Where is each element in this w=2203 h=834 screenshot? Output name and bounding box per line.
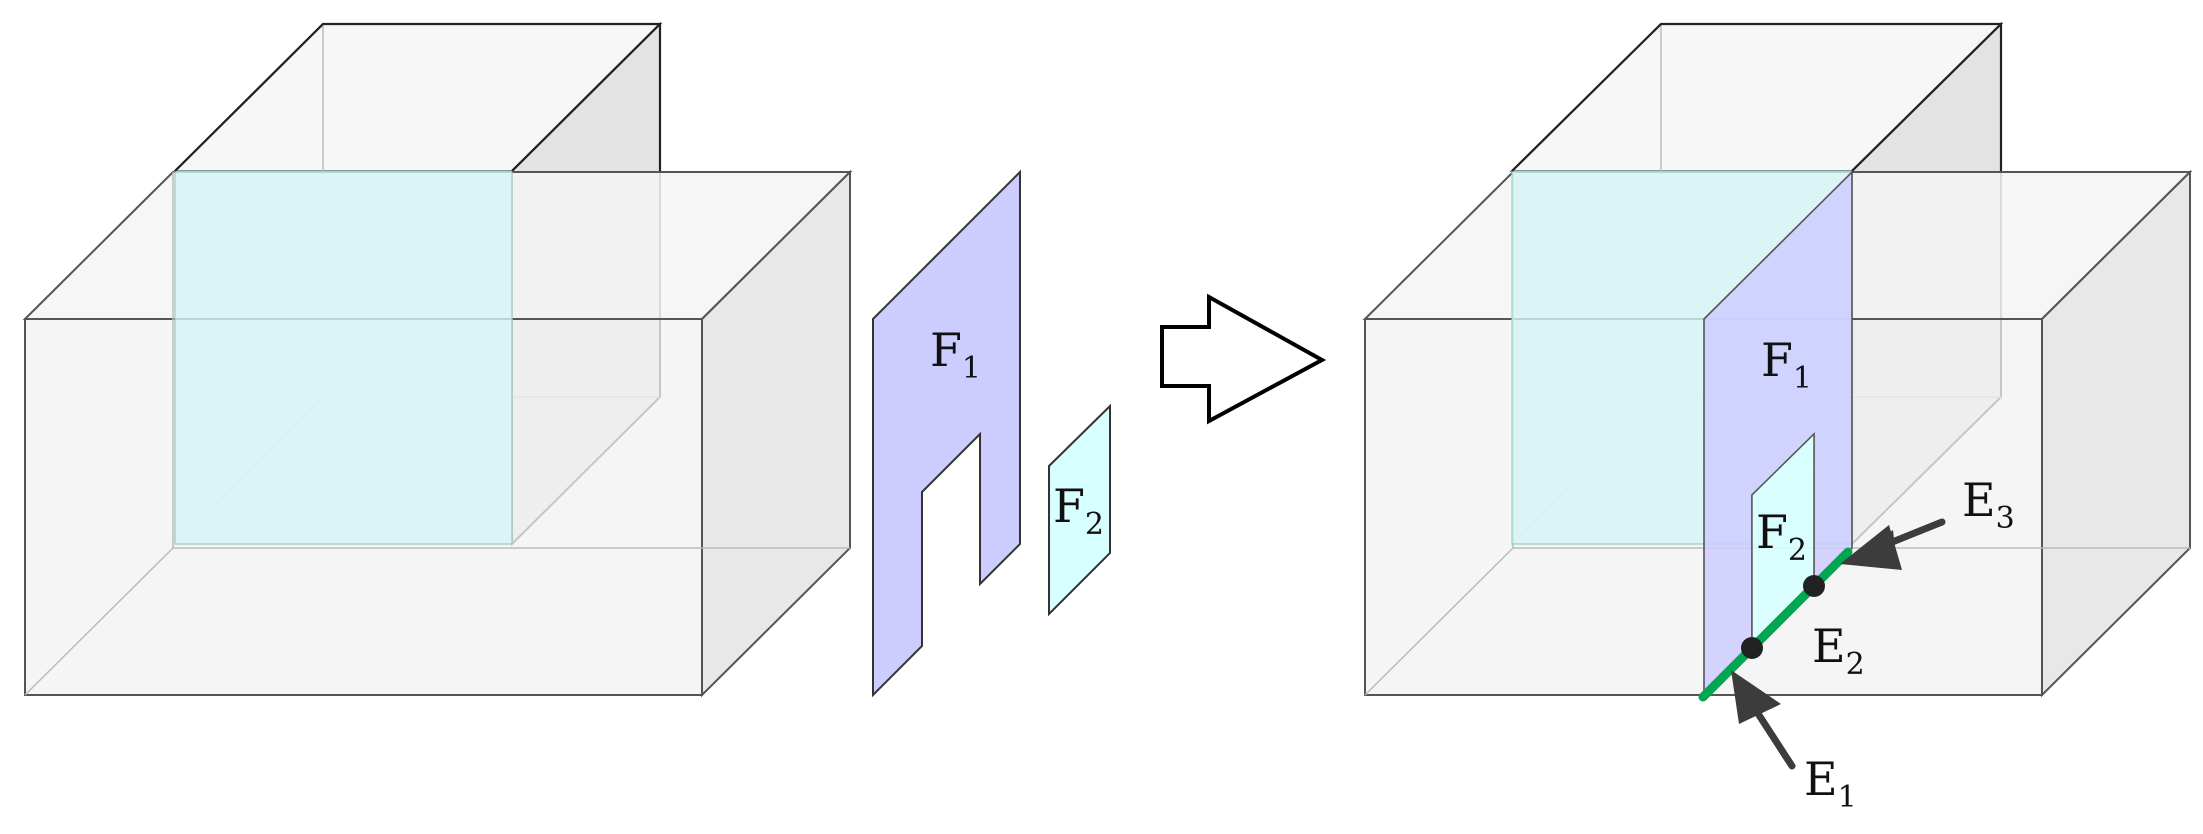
transform-arrow-icon [1160,293,1327,425]
pointer-arrow-e1-icon [1731,670,1796,770]
svg-text:F1: F1 [930,323,981,386]
label-f1-right: F [1761,333,1793,387]
label-f1-left: F [930,323,962,377]
label-e1-sub: 1 [1838,780,1857,815]
label-e1: E [1804,752,1838,806]
svg-text:F2: F2 [1053,479,1104,542]
svg-text:E1: E1 [1804,752,1857,815]
edge-line [1698,547,1853,702]
left-shared-face [174,170,513,545]
label-e2-sub: 2 [1846,647,1865,682]
svg-text:F2: F2 [1756,505,1807,568]
pointer-arrow-e3-icon [1840,518,1946,570]
label-e3-sub: 3 [1996,501,2015,536]
left-assembly [22,21,853,698]
label-f1-left-sub: 1 [962,351,981,386]
label-f1-right-sub: 1 [1793,361,1812,396]
label-e2: E [1812,619,1846,673]
label-f2-left: F [1053,479,1085,533]
label-f2-right-sub: 2 [1788,533,1807,568]
label-f2-left-sub: 2 [1085,507,1104,542]
vertex-e2-lower [1741,637,1763,659]
label-e3: E [1962,473,1996,527]
label-f2-right: F [1756,505,1788,559]
vertex-e2-upper [1803,575,1825,597]
svg-text:E3: E3 [1962,473,2015,536]
right-assembly: F1 F2 E2 E3 E1 [1362,21,2193,815]
face-f1-exploded: F1 [872,169,1021,698]
svg-text:F1: F1 [1761,333,1812,396]
svg-text:E2: E2 [1812,619,1865,682]
face-f2-exploded: F2 [1048,403,1111,617]
